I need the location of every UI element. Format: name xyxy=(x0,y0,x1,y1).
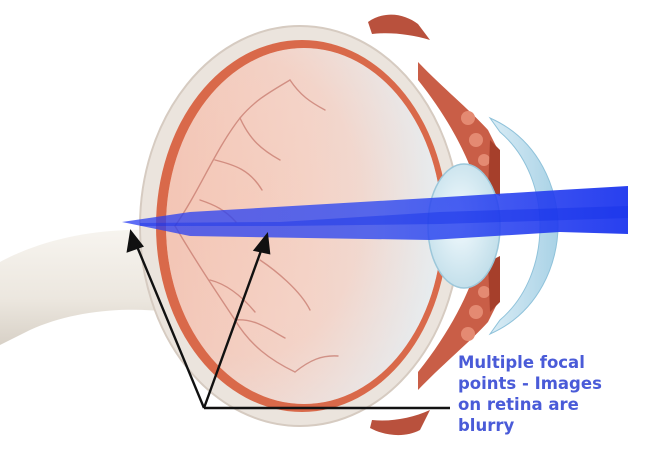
lower-muscle xyxy=(370,410,430,435)
annotation-line-1: Multiple focal xyxy=(458,352,644,373)
annotation-line-2: points - Images xyxy=(458,373,644,394)
annotation-line-4: blurry xyxy=(458,415,644,436)
annotation-label: Multiple focal points - Images on retina… xyxy=(458,352,644,436)
annotation-line-3: on retina are xyxy=(458,394,644,415)
upper-muscle xyxy=(368,15,430,40)
